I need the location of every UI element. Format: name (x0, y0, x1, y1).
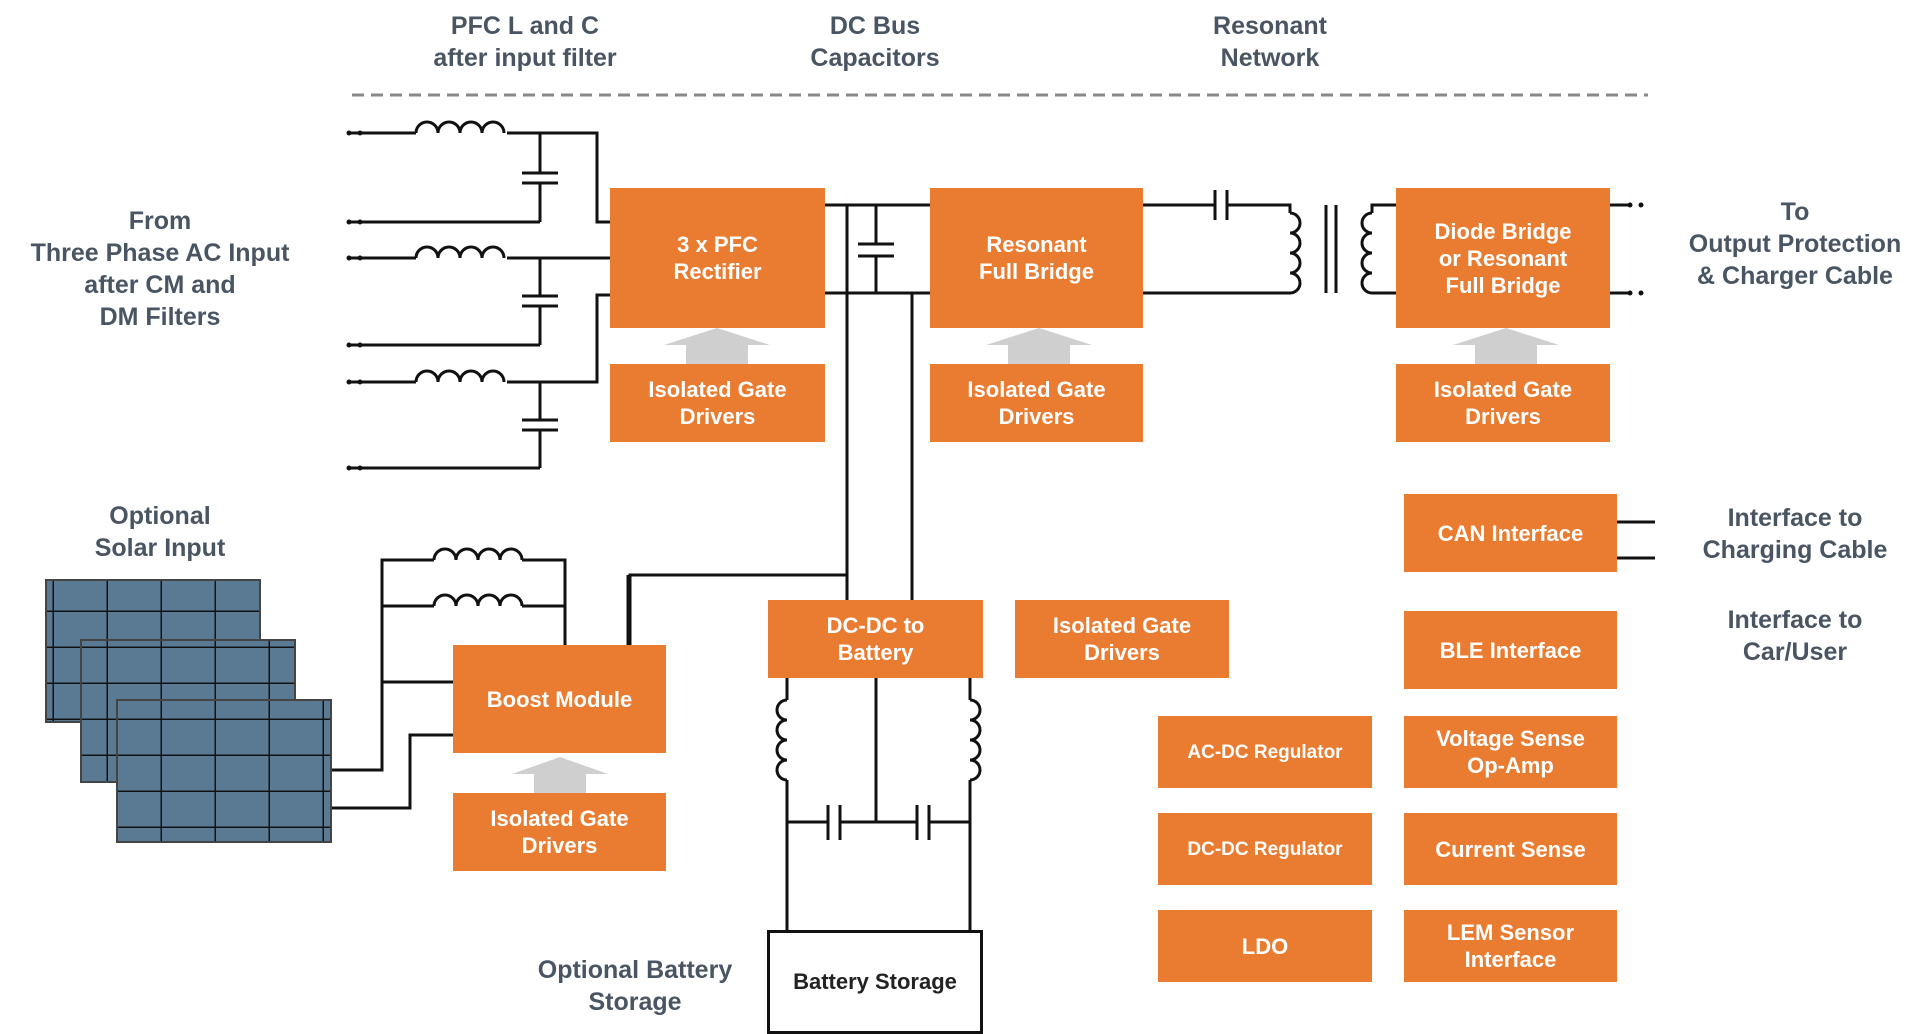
gate-drivers-boost: Isolated Gate Drivers (453, 793, 666, 871)
pfc-rectifier-block: 3 x PFC Rectifier (610, 188, 825, 328)
wiring (330, 120, 1655, 930)
inductor (414, 245, 506, 259)
solar-circuit (330, 547, 630, 810)
inductor (414, 120, 506, 134)
resonant-network (1143, 190, 1396, 295)
label-solar: Optional Solar Input (94, 502, 226, 562)
gate-drivers-battery: Isolated Gate Drivers (1015, 600, 1229, 678)
gate-drivers-diode: Isolated Gate Drivers (1396, 364, 1610, 442)
dc-dc-battery-block: DC-DC to Battery (768, 600, 983, 678)
driver-arrows (512, 328, 1559, 793)
diode-bridge-block: Diode Bridge or Resonant Full Bridge (1396, 188, 1610, 328)
resonant-full-bridge-block: Resonant Full Bridge (930, 188, 1143, 328)
label-ac-input: From Three Phase AC Input after CM and D… (30, 207, 290, 331)
filter-capacitors (522, 133, 558, 468)
label-resonant: Resonant Network (1213, 12, 1327, 72)
inductor (414, 369, 506, 383)
label-car-user: Interface to Car/User (1727, 606, 1863, 666)
voltage-sense-block: Voltage Sense Op-Amp (1404, 716, 1617, 788)
dc-bus (628, 203, 930, 645)
ac-dc-regulator-block: AC-DC Regulator (1158, 716, 1372, 788)
dc-dc-regulator-block: DC-DC Regulator (1158, 813, 1372, 885)
label-charging-cable: Interface to Charging Cable (1702, 504, 1888, 564)
boost-module-block: Boost Module (453, 645, 666, 753)
current-sense-block: Current Sense (1404, 813, 1617, 885)
gate-drivers-resonant: Isolated Gate Drivers (930, 364, 1143, 442)
battery-circuit (775, 678, 982, 930)
wire-dots (346, 130, 1644, 471)
ldo-block: LDO (1158, 910, 1372, 982)
can-interface-block: CAN Interface (1404, 494, 1617, 572)
gate-drivers-pfc: Isolated Gate Drivers (610, 364, 825, 442)
battery-storage-block: Battery Storage (767, 930, 983, 1034)
label-output: To Output Protection & Charger Cable (1688, 198, 1902, 290)
ac-input-lines (347, 131, 610, 470)
label-pfc: PFC L and C after input filter (433, 12, 617, 72)
ble-interface-block: BLE Interface (1404, 611, 1617, 689)
solar-panels (45, 579, 332, 843)
label-battery: Optional Battery Storage (537, 956, 733, 1016)
lem-sensor-block: LEM Sensor Interface (1404, 910, 1617, 982)
label-dc-bus: DC Bus Capacitors (810, 12, 940, 72)
